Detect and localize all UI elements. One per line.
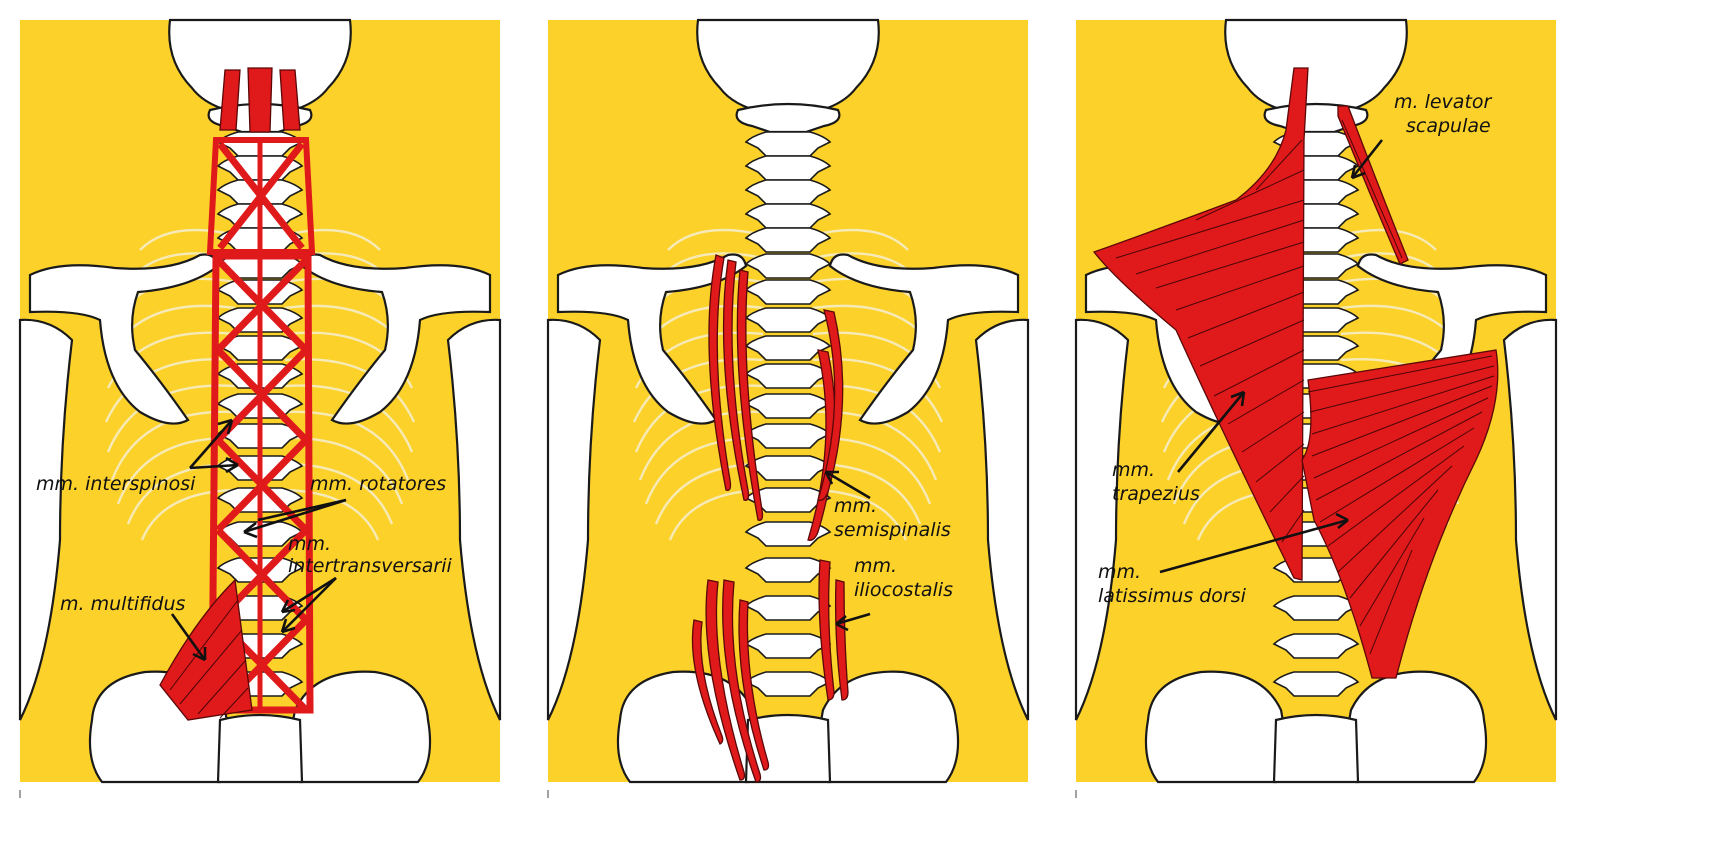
trapezius-muscle (1092, 67, 1309, 581)
label-multifidus: m. multifidus (60, 593, 186, 615)
label-intertransversarii-1: mm. (288, 533, 331, 555)
label-iliocostalis-1: mm. (854, 555, 897, 577)
label-levator-2: scapulae (1406, 115, 1491, 137)
panel-deep-layer: mm. interspinosi mm. rotatores mm. inter… (18, 18, 502, 784)
label-rotatores: mm. rotatores (310, 473, 446, 495)
label-iliocostalis-2: iliocostalis (854, 579, 953, 601)
label-semispinalis-1: mm. (834, 495, 877, 517)
levator-scapulae-muscle (1337, 105, 1409, 265)
label-trapezius-2: trapezius (1112, 483, 1200, 505)
label-latissimus-1: mm. (1098, 561, 1141, 583)
panel-middle-layer: mm. semispinalis mm. iliocostalis (546, 18, 1030, 784)
label-levator-1: m. levator (1394, 91, 1493, 113)
vertebral-column (735, 102, 841, 697)
deep-muscle-lattice (159, 67, 316, 721)
panel3-arrows (1159, 139, 1384, 574)
label-interspinosi: mm. interspinosi (36, 473, 196, 495)
panel-superficial-layer: m. levator scapulae mm. trapezius mm. la… (1074, 18, 1558, 784)
label-intertransversarii-2: intertransversarii (288, 555, 452, 577)
panel1-arrows (170, 418, 347, 662)
iliocostalis-muscles (691, 559, 849, 783)
label-latissimus-2: latissimus dorsi (1098, 585, 1247, 607)
latissimus-dorsi-muscle (1301, 349, 1499, 679)
panel2-arrows (824, 470, 871, 632)
label-semispinalis-2: semispinalis (834, 519, 951, 541)
label-trapezius-1: mm. (1112, 459, 1155, 481)
semispinalis-muscles (708, 254, 844, 541)
